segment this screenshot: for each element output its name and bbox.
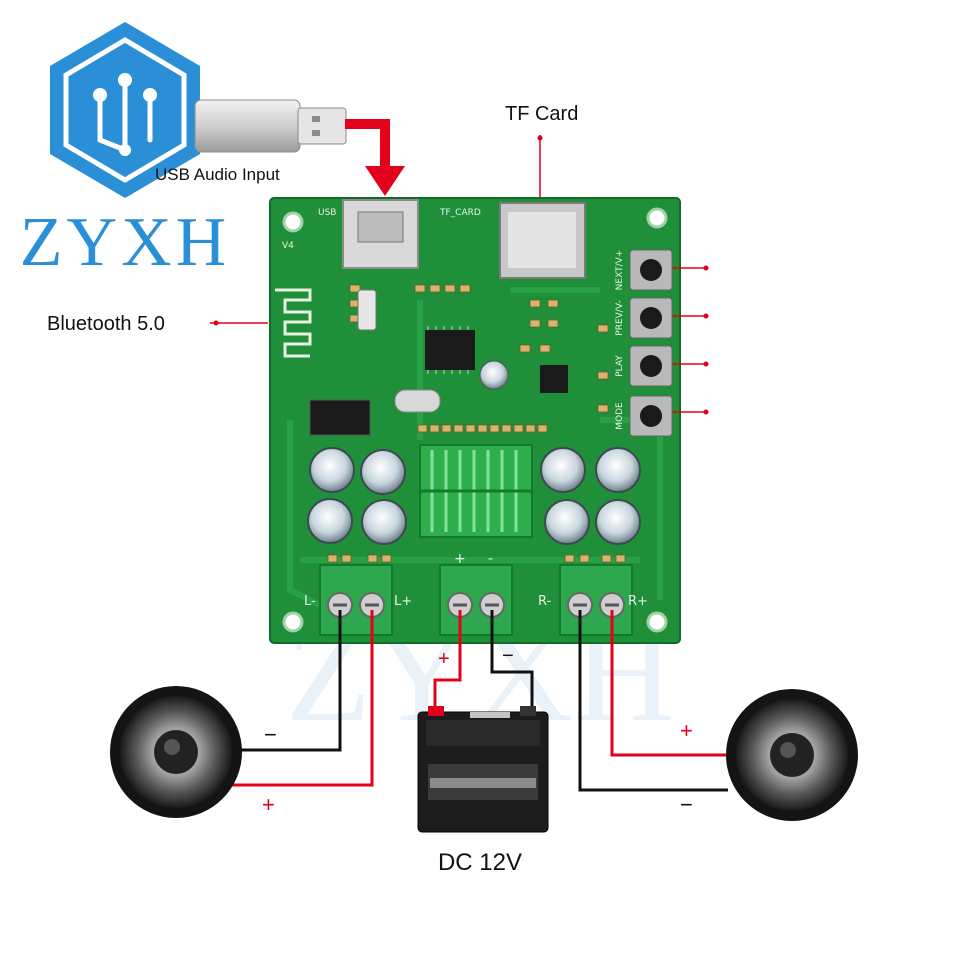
- wire-left-plus: [230, 610, 374, 787]
- power-label: DC 12V: [438, 849, 522, 876]
- button-prev[interactable]: [629, 297, 673, 339]
- silk-usb: USB: [318, 208, 336, 218]
- wire-right-minus: [578, 610, 728, 792]
- left-plus-sign: +: [262, 792, 275, 817]
- silk-button-mode: MODE: [615, 402, 625, 430]
- power-plus-sign: +: [438, 648, 450, 670]
- left-minus-sign: −: [264, 722, 277, 747]
- silk-version: V4: [282, 241, 294, 251]
- amplifier-board: USB V4 TF_CARD: [269, 197, 709, 644]
- terminal-right: R- R+: [538, 564, 648, 636]
- terminal-left: L- L+: [304, 564, 412, 636]
- power-minus-sign: −: [502, 645, 514, 667]
- usb-input-label: USB Audio Input: [155, 165, 280, 184]
- tf-card-label: TF Card: [505, 103, 578, 125]
- right-minus-sign: −: [680, 792, 693, 817]
- wire-right-plus: [610, 610, 728, 757]
- wires: [228, 610, 728, 792]
- brand-logo: ZYXH: [20, 22, 230, 281]
- heatsink: [419, 444, 533, 538]
- wire-left-minus: [228, 610, 342, 752]
- silk-tf-card: TF_CARD: [439, 208, 481, 218]
- capacitors: [307, 447, 641, 545]
- silk-r-plus: R+: [628, 594, 648, 609]
- silk-button-next: NEXT/V+: [615, 250, 625, 291]
- right-plus-sign: +: [680, 718, 693, 743]
- silk-button-play: PLAY: [615, 355, 625, 377]
- silk-power-plus: +: [454, 551, 466, 567]
- brand-name: ZYXH: [20, 204, 230, 281]
- main-chip: [425, 330, 475, 370]
- silk-l-minus: L-: [304, 594, 316, 609]
- antenna-trace: [275, 288, 312, 358]
- silk-l-plus: L+: [394, 594, 412, 609]
- button-play[interactable]: [629, 345, 673, 387]
- wire-power-minus: [490, 610, 534, 712]
- speaker-left-icon: [110, 686, 242, 818]
- silk-r-minus: R-: [538, 594, 552, 609]
- terminal-power: + -: [439, 551, 513, 636]
- battery-icon: [417, 706, 549, 833]
- silk-power-minus: -: [488, 551, 493, 567]
- button-mode[interactable]: [629, 395, 673, 437]
- arrow-down-icon: [345, 119, 405, 196]
- diode: [309, 399, 371, 436]
- bluetooth-label: Bluetooth 5.0: [47, 313, 165, 335]
- speaker-right-icon: [726, 689, 858, 821]
- silk-button-prev: PREV/V-: [615, 300, 625, 335]
- push-buttons: NEXT/V+ PREV/V- PLAY MODE: [615, 249, 673, 437]
- usb-plug-icon: [194, 99, 347, 153]
- button-next[interactable]: [629, 249, 673, 291]
- wire-power-plus: [433, 610, 462, 725]
